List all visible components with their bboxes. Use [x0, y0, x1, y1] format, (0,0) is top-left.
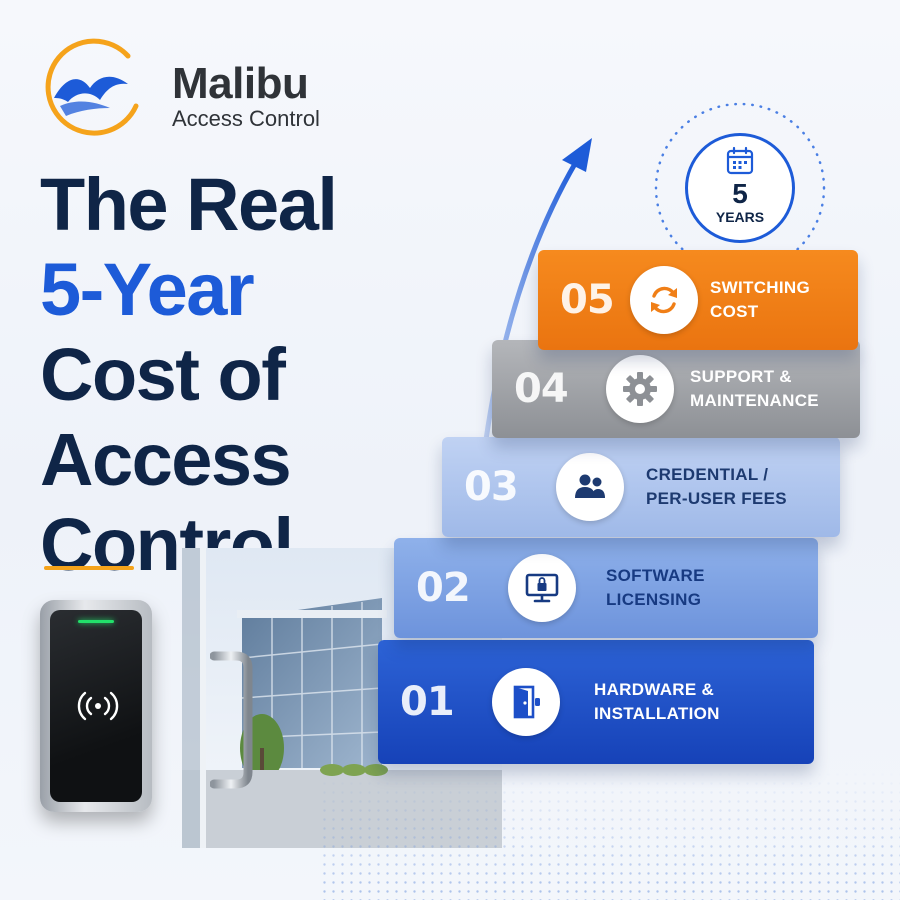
nfc-contactless-icon — [77, 691, 119, 721]
headline-line-2: 5-Year — [40, 248, 255, 331]
cost-step-04: 04 SUPPORT &MAINTENANCE — [492, 340, 860, 438]
brand-subtitle: Access Control — [172, 106, 320, 131]
dotted-floor-pattern — [320, 770, 900, 900]
five-years-badge: 5 YEARS — [650, 98, 830, 278]
step-number: 01 — [400, 679, 455, 725]
step-icon-circle — [630, 266, 698, 334]
monitor-lock-icon — [525, 573, 559, 603]
step-icon-circle — [606, 355, 674, 423]
headline-line-1: The Real — [40, 163, 338, 246]
door-icon — [513, 685, 540, 719]
brand-name: Malibu — [172, 59, 309, 108]
step-icon-circle — [508, 554, 576, 622]
card-reader-led — [78, 620, 114, 623]
badge-unit: YEARS — [715, 209, 765, 225]
badge-circle: 5 YEARS — [685, 133, 795, 243]
badge-dotted-ring — [654, 102, 826, 274]
users-icon — [575, 474, 605, 498]
headline-underline — [44, 566, 134, 570]
brand-logo-icon — [45, 38, 139, 136]
calendar-icon — [726, 146, 754, 175]
step-icon-circle — [492, 668, 560, 736]
step-number: 05 — [560, 277, 615, 323]
headline-line-4: Access — [40, 418, 292, 501]
cost-step-03: 03 CREDENTIAL /PER-USER FEES — [442, 437, 840, 537]
step-label: HARDWARE &INSTALLATION — [594, 680, 720, 723]
headline-line-3: Cost of — [40, 333, 286, 416]
badge-number: 5 — [732, 178, 748, 209]
door-handle — [210, 651, 253, 789]
card-reader-device — [40, 600, 152, 812]
card-reader-face — [50, 610, 142, 802]
step-label: CREDENTIAL /PER-USER FEES — [646, 465, 787, 508]
step-icon-circle — [556, 453, 624, 521]
step-label: SUPPORT &MAINTENANCE — [690, 367, 819, 410]
step-number: 02 — [416, 565, 471, 611]
refresh-icon — [651, 286, 677, 314]
gear-icon — [623, 372, 657, 406]
cost-step-01: 01 HARDWARE &INSTALLATION — [378, 640, 814, 764]
step-number: 04 — [514, 366, 569, 412]
step-number: 03 — [464, 464, 519, 510]
